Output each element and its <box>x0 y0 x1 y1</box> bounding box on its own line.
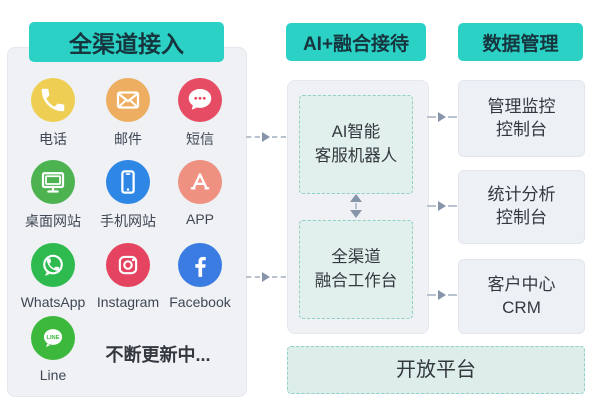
workbench-box: 全渠道 融合工作台 <box>299 220 413 319</box>
channel-label: Facebook <box>169 294 231 310</box>
channel-phone: 电话 <box>8 78 98 149</box>
appstore-icon <box>178 160 222 204</box>
line-icon: LINE <box>31 316 75 360</box>
channel-label: 桌面网站 <box>25 213 81 229</box>
facebook-icon <box>178 243 222 287</box>
ai-bot-line1: AI智能 <box>331 122 381 141</box>
channel-whatsapp: WhatsApp <box>8 243 98 310</box>
channel-mobile-site: 手机网站 <box>83 160 173 231</box>
instagram-icon <box>106 243 150 287</box>
channel-sms: 短信 <box>155 78 245 149</box>
updating-note: 不断更新中... <box>105 345 211 365</box>
channel-app: APP <box>155 160 245 227</box>
monitor-console-line2: 控制台 <box>496 119 547 139</box>
crm-line2: CRM <box>502 297 541 317</box>
monitor-console-line1: 管理监控 <box>487 96 556 116</box>
ai-bot-box: AI智能 客服机器人 <box>299 95 413 194</box>
channel-label: APP <box>185 211 214 227</box>
mail-icon <box>106 78 150 122</box>
channels-header: 全渠道接入 <box>29 22 224 62</box>
channel-mail: 邮件 <box>83 78 173 149</box>
arrow-to-crm-icon <box>427 289 457 301</box>
desktop-site-icon <box>31 160 75 204</box>
channel-facebook: Facebook <box>155 243 245 310</box>
arrow-to-monitor-console-icon <box>427 111 457 123</box>
arrow-to-stats-console-icon <box>427 200 457 212</box>
line-bubble-text: LINE <box>46 335 59 341</box>
channel-desktop-site: 桌面网站 <box>8 160 98 231</box>
phone-icon <box>31 78 75 122</box>
sms-icon <box>178 78 222 122</box>
crm-box: 客户中心 CRM <box>458 259 585 334</box>
channel-label: 电话 <box>39 131 67 147</box>
channel-instagram: Instagram <box>83 243 173 310</box>
monitor-console-box: 管理监控 控制台 <box>458 80 585 157</box>
bidirectional-arrow-icon <box>349 194 363 218</box>
reception-header-label: AI+融合接待 <box>302 33 410 55</box>
channels-header-label: 全渠道接入 <box>69 31 184 57</box>
stats-console-line2: 控制台 <box>496 208 547 227</box>
arrow-channels-to-ai-icon <box>246 131 286 143</box>
whatsapp-icon <box>31 243 75 287</box>
data-mgmt-header-label: 数据管理 <box>482 33 559 55</box>
stats-console-line1: 统计分析 <box>487 185 556 205</box>
open-platform-box: 开放平台 <box>287 346 585 394</box>
channel-label: WhatsApp <box>20 294 86 310</box>
arrow-channels-to-workbench-icon <box>246 271 286 283</box>
mobile-site-icon <box>106 160 150 204</box>
channel-label: Line <box>39 367 67 383</box>
reception-header: AI+融合接待 <box>286 23 426 61</box>
crm-line1: 客户中心 <box>487 274 556 294</box>
channel-label: Instagram <box>96 294 160 310</box>
channel-label: 邮件 <box>114 131 142 147</box>
ai-bot-line2: 客服机器人 <box>314 146 398 165</box>
channel-line: LINE Line <box>8 316 98 383</box>
open-platform-label: 开放平台 <box>396 358 476 381</box>
channel-label: 手机网站 <box>100 213 156 229</box>
stats-console-box: 统计分析 控制台 <box>458 170 585 244</box>
channel-label: 短信 <box>186 131 214 147</box>
data-mgmt-header: 数据管理 <box>458 23 583 61</box>
workbench-line2: 融合工作台 <box>314 271 398 290</box>
workbench-line1: 全渠道 <box>331 247 381 266</box>
